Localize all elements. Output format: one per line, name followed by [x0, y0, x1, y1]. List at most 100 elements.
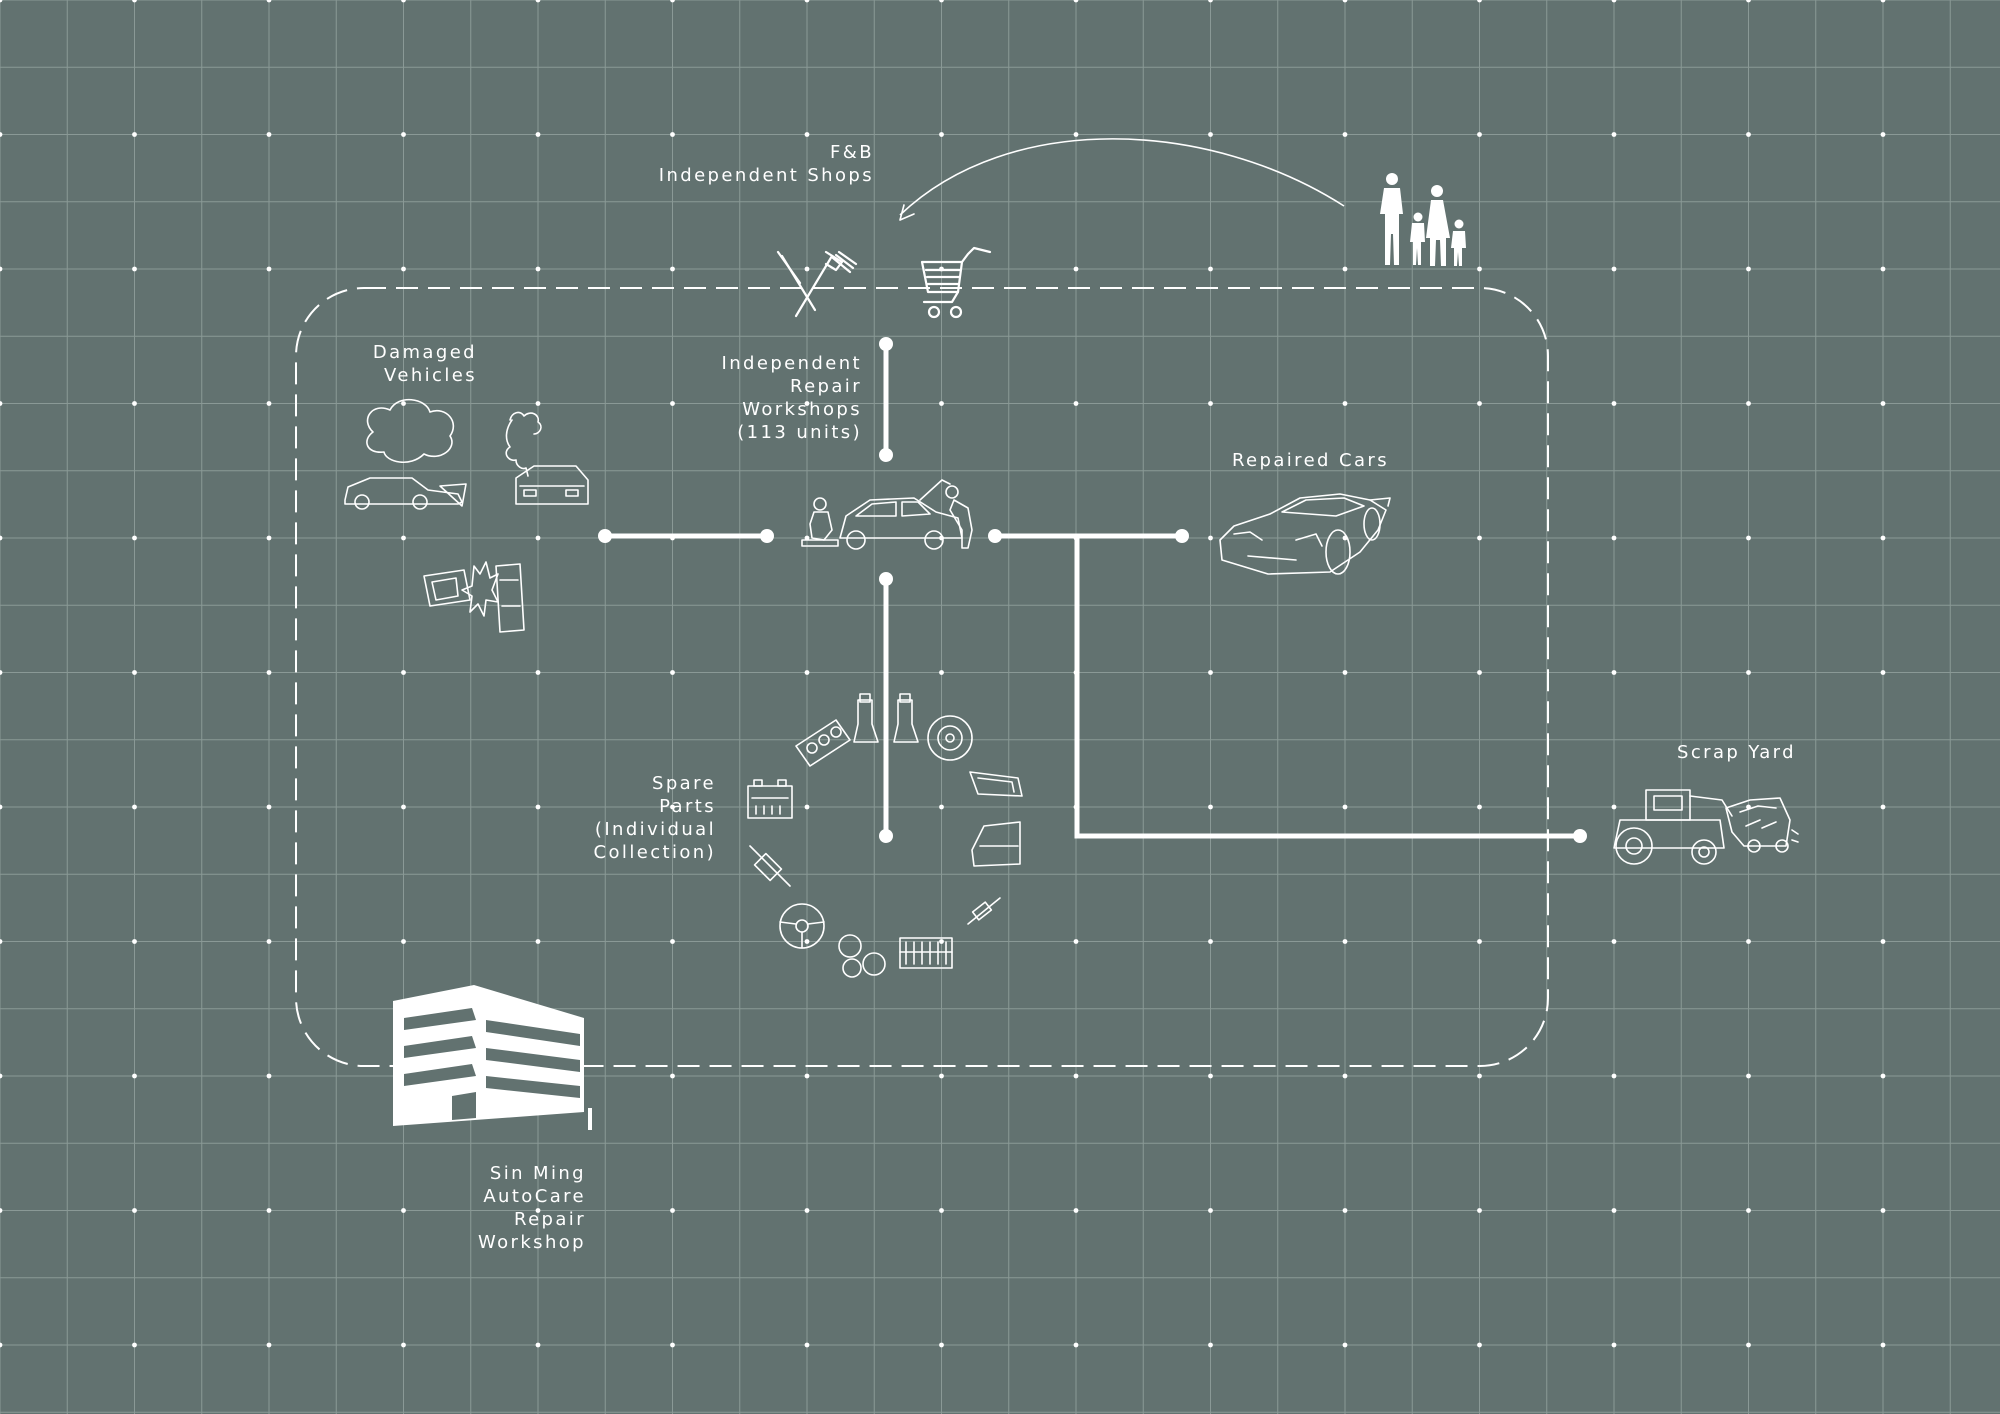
- visitor-arrow: [899, 138, 1345, 221]
- grid-dot: [670, 0, 675, 3]
- grid-dot: [670, 1208, 675, 1213]
- grid-dot: [132, 670, 137, 675]
- grid-dot: [1208, 401, 1213, 406]
- grid-dot: [670, 1342, 675, 1348]
- node-dot: [879, 829, 893, 843]
- grid-dot: [804, 1342, 810, 1348]
- grid-dot: [132, 939, 137, 944]
- grid-dot: [1611, 1208, 1617, 1213]
- grid-dot: [1073, 0, 1079, 3]
- grid-dot: [535, 1208, 541, 1213]
- label-workshops-line2: Repair: [790, 376, 862, 397]
- grid-dot: [1880, 0, 1886, 3]
- grid-dot: [0, 266, 3, 272]
- grid-dot: [1611, 939, 1617, 944]
- grid-dot: [1746, 401, 1751, 406]
- label-sinming-line4: Workshop: [478, 1232, 586, 1253]
- grid-dot: [1342, 804, 1348, 810]
- grid-dot: [401, 0, 406, 3]
- grid-dot: [804, 1073, 810, 1079]
- grid-dot: [804, 266, 810, 272]
- label-fnb-line1: F&B: [830, 142, 874, 163]
- grid-dot: [939, 939, 944, 944]
- node-dot: [598, 529, 612, 543]
- grid-dot: [1611, 266, 1617, 272]
- grid-dot: [1073, 266, 1079, 272]
- flow-network: [598, 337, 1587, 843]
- grid-dot: [1342, 0, 1348, 3]
- grid-dot: [266, 401, 272, 406]
- grid-dot: [0, 804, 3, 810]
- grid-dot: [266, 1208, 272, 1213]
- grid-dot: [535, 804, 541, 810]
- grid-dot: [401, 535, 406, 541]
- label-fnb-line2: Independent Shops: [659, 165, 874, 186]
- grid-dot: [1208, 1208, 1213, 1213]
- grid-dot: [1477, 266, 1482, 272]
- grid-dot: [535, 401, 541, 406]
- grid-dot: [1746, 535, 1751, 541]
- grid-dot: [266, 804, 272, 810]
- grid-dot: [1746, 939, 1751, 944]
- grid-dot: [1611, 0, 1617, 3]
- grid-dot: [1073, 1073, 1079, 1079]
- grid-dot: [670, 401, 675, 406]
- grid-dot: [804, 939, 810, 944]
- grid-dot: [132, 0, 137, 3]
- label-scrap-line1: Scrap Yard: [1677, 742, 1796, 763]
- grid-dot: [939, 132, 944, 137]
- node-dot: [988, 529, 1002, 543]
- grid-dot: [1342, 1208, 1348, 1213]
- grid-dot: [1880, 132, 1886, 137]
- label-spare-line2: Parts: [659, 796, 716, 817]
- grid-dot: [132, 132, 137, 137]
- grid-dot: [535, 535, 541, 541]
- site-boundary: [295, 287, 1549, 1067]
- grid-dot: [1880, 1073, 1886, 1079]
- damaged-car-icon: [344, 398, 589, 633]
- grid-dot: [670, 804, 675, 810]
- grid-dot: [1208, 266, 1213, 272]
- label-damaged-line1: Damaged: [373, 342, 477, 363]
- grid-dot: [1880, 1342, 1886, 1348]
- grid-dot: [1611, 401, 1617, 406]
- grid-dot: [1477, 1342, 1482, 1348]
- grid-dot: [939, 0, 944, 3]
- grid-dot: [1746, 0, 1751, 3]
- grid-dot: [1477, 535, 1482, 541]
- grid-dot: [401, 266, 406, 272]
- grid-dot: [804, 535, 810, 541]
- grid-dot: [1880, 1208, 1886, 1213]
- grid-dot: [1342, 1073, 1348, 1079]
- grid-dot: [670, 266, 675, 272]
- node-dot: [879, 572, 893, 586]
- grid-dot: [132, 804, 137, 810]
- grid-dot: [535, 266, 541, 272]
- grid-dot: [804, 1208, 810, 1213]
- grid-dot: [939, 804, 944, 810]
- grid-dot: [1477, 1208, 1482, 1213]
- node-dot: [879, 337, 893, 351]
- grid-dot: [804, 0, 810, 3]
- grid-dot: [1880, 804, 1886, 810]
- grid-dot: [535, 670, 541, 675]
- grid-dot: [1611, 804, 1617, 810]
- grid-dot: [939, 1208, 944, 1213]
- label-repaired-line1: Repaired Cars: [1232, 450, 1389, 471]
- label-scrap: Scrap Yard: [1677, 742, 1796, 763]
- grid-dot: [1746, 1208, 1751, 1213]
- grid-dot: [401, 939, 406, 944]
- shopping-cart-icon: [920, 246, 992, 319]
- grid-dot: [1477, 804, 1482, 810]
- grid-dot: [401, 1342, 406, 1348]
- grid-dot: [1880, 670, 1886, 675]
- grid-dot: [266, 939, 272, 944]
- grid-dot: [670, 1073, 675, 1079]
- grid-dot: [670, 939, 675, 944]
- grid-dot: [0, 1073, 3, 1079]
- grid-dot: [1208, 1073, 1213, 1079]
- node-dot: [1573, 829, 1587, 843]
- grid-dot: [1477, 939, 1482, 944]
